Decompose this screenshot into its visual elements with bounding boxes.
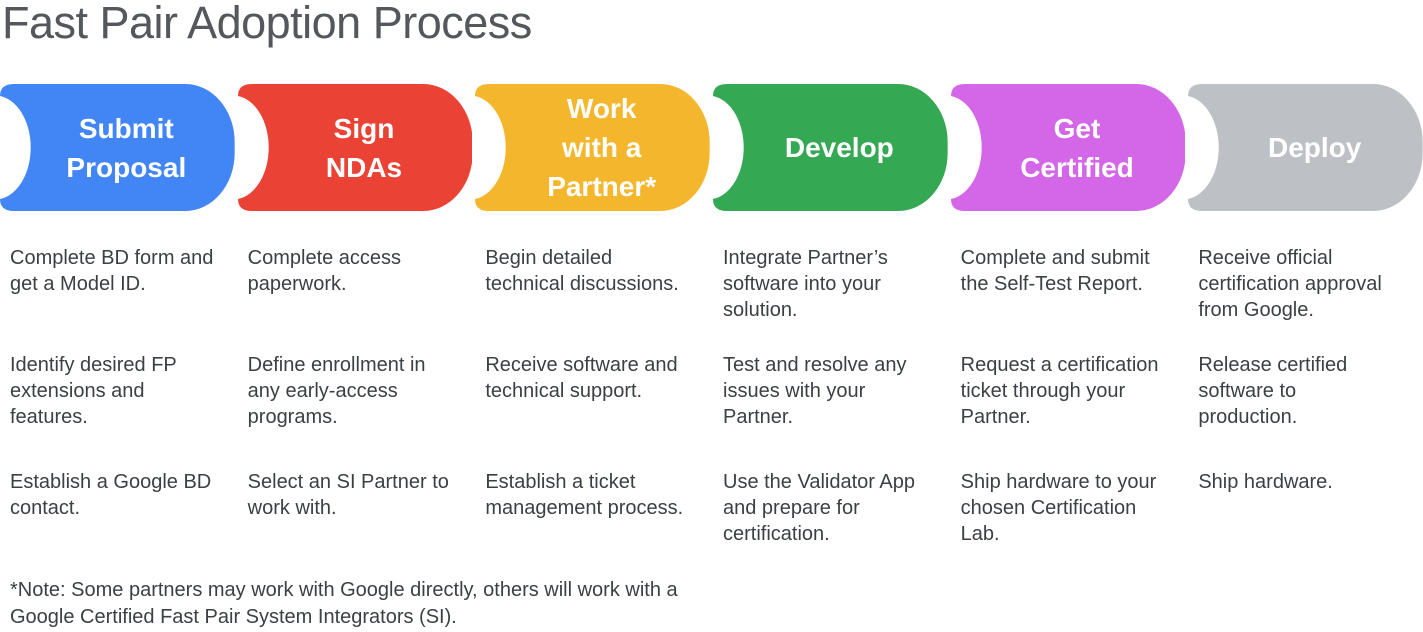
footnote: *Note: Some partners may work with Googl… bbox=[10, 579, 678, 628]
detail-deploy-1: Receive official certification approval … bbox=[1198, 247, 1382, 321]
stage-label: Work with a Partner* bbox=[547, 93, 657, 202]
stage-pill-work-with-partner: Work with a Partner* bbox=[475, 84, 710, 211]
detail-develop-1: Integrate Partner’s software into your s… bbox=[723, 247, 888, 321]
stage-label: Sign NDAs bbox=[325, 112, 403, 183]
stage-pill-develop: Develop bbox=[713, 84, 948, 211]
detail-deploy-2: Release certified software to production… bbox=[1198, 354, 1348, 428]
stage-details-grid: Complete BD form and get a Model ID. Com… bbox=[0, 245, 1423, 547]
stage-label: Deploy bbox=[1267, 132, 1362, 163]
stage-pill-shape bbox=[475, 84, 710, 211]
stage-pill-shape bbox=[237, 84, 473, 211]
stage-pill-get-certified: Get Certified bbox=[950, 84, 1186, 211]
detail-develop-3: Use the Validator App and prepare for ce… bbox=[723, 471, 915, 545]
page-title: Fast Pair Adoption Process bbox=[2, 0, 532, 48]
detail-get-certified-2: Request a certification ticket through y… bbox=[960, 354, 1159, 428]
detail-work-with-partner-3: Establish a ticket management process. bbox=[485, 471, 684, 519]
stage-pill-deploy: Deploy bbox=[1188, 84, 1423, 211]
detail-develop-2: Test and resolve any issues with your Pa… bbox=[723, 354, 907, 428]
detail-submit-proposal-3: Establish a Google BD contact. bbox=[10, 471, 212, 519]
detail-work-with-partner-2: Receive software and technical support. bbox=[485, 354, 678, 402]
stage-pill-shape bbox=[0, 84, 235, 211]
detail-sign-ndas-1: Complete access paperwork. bbox=[247, 247, 402, 295]
stage-label: Submit Proposal bbox=[66, 112, 187, 183]
stage-pill-shape bbox=[713, 84, 948, 211]
stage-pills-row: Submit Proposal Sign NDAs Work with a Pa… bbox=[0, 84, 1423, 211]
stage-label: Get Certified bbox=[1020, 112, 1134, 183]
stage-pill-sign-ndas: Sign NDAs bbox=[237, 84, 473, 211]
detail-submit-proposal-1: Complete BD form and get a Model ID. bbox=[10, 247, 214, 295]
detail-get-certified-3: Ship hardware to your chosen Certificati… bbox=[960, 471, 1157, 545]
stage-label: Develop bbox=[784, 132, 894, 163]
stage-pill-submit-proposal: Submit Proposal bbox=[0, 84, 235, 211]
detail-work-with-partner-1: Begin detailed technical discussions. bbox=[485, 247, 679, 295]
detail-sign-ndas-3: Select an SI Partner to work with. bbox=[247, 471, 449, 519]
detail-get-certified-1: Complete and submit the Self-Test Report… bbox=[960, 247, 1150, 295]
detail-submit-proposal-2: Identify desired FP extensions and featu… bbox=[10, 354, 177, 428]
stage-pill-shape bbox=[950, 84, 1186, 211]
stage-pill-shape bbox=[1188, 84, 1423, 211]
detail-deploy-3: Ship hardware. bbox=[1198, 471, 1333, 493]
detail-sign-ndas-2: Define enrollment in any early-access pr… bbox=[247, 354, 426, 428]
